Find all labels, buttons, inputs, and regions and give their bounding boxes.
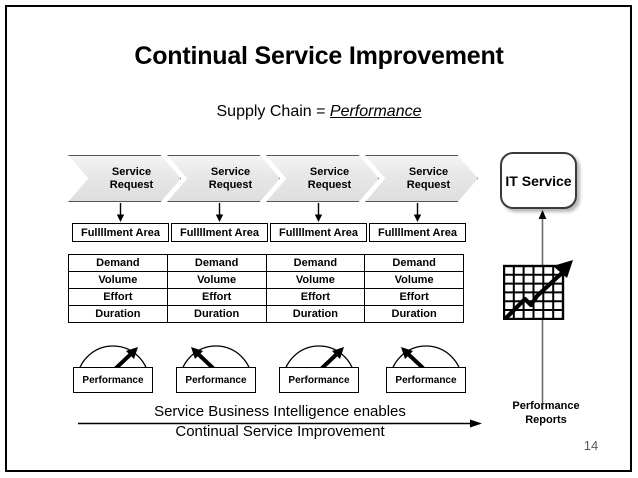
chevron-line2: Request	[406, 178, 451, 191]
fulfillment-area-box-4[interactable]: Fullllment Area	[369, 223, 466, 242]
fulfillment-area-box-3[interactable]: Fullllment Area	[270, 223, 367, 242]
table-cell: Effort	[364, 288, 464, 306]
chevron-line2: Request	[109, 178, 154, 191]
metrics-table: Demand Demand Demand Demand Volume Volum…	[68, 254, 464, 323]
table-cell: Duration	[166, 305, 267, 323]
table-cell: Effort	[68, 288, 168, 306]
down-arrow-icon-3	[314, 203, 323, 222]
table-row: Effort Effort Effort Effort	[68, 288, 464, 306]
table-cell: Duration	[68, 305, 168, 323]
chevron-label-3: Service Request	[294, 166, 351, 192]
caption-line1: Service Business Intelligence enables	[154, 403, 406, 420]
chevron-label-1: Service Request	[96, 166, 153, 192]
chevron-line1: Service	[408, 165, 449, 178]
bottom-flow-arrow-icon	[78, 419, 482, 428]
subtitle-emphasis: Performance	[329, 103, 422, 120]
table-cell: Volume	[68, 271, 168, 289]
reports-line2: Reports	[525, 414, 567, 426]
down-arrow-icon-1	[116, 203, 125, 222]
bottom-caption: Service Business Intelligence enables Co…	[78, 402, 482, 442]
table-cell: Duration	[265, 305, 366, 323]
table-row: Duration Duration Duration Duration	[68, 305, 464, 323]
table-row: Volume Volume Volume Volume	[68, 271, 464, 289]
chevron-line1: Service	[210, 165, 251, 178]
table-cell: Volume	[364, 271, 464, 289]
slide-border	[5, 5, 632, 472]
performance-reports-label: Performance Reports	[486, 399, 606, 427]
table-cell: Demand	[265, 254, 366, 272]
growth-chart-icon	[503, 260, 573, 320]
table-row: Demand Demand Demand Demand	[68, 254, 464, 272]
table-cell: Duration	[364, 305, 464, 323]
chevron-label-2: Service Request	[195, 166, 252, 192]
gauge-label-4: Performance	[386, 367, 466, 393]
fulfillment-area-box-2[interactable]: Fullllment Area	[171, 223, 268, 242]
table-cell: Effort	[265, 288, 366, 306]
table-cell: Demand	[68, 254, 168, 272]
table-cell: Volume	[265, 271, 366, 289]
down-arrow-icon-4	[413, 203, 422, 222]
chevron-line1: Service	[309, 165, 350, 178]
gauge-label-1: Performance	[73, 367, 153, 393]
it-service-box[interactable]: IT Service	[500, 152, 577, 209]
chevron-service-request-2[interactable]: Service Request	[167, 155, 280, 202]
table-cell: Volume	[166, 271, 267, 289]
chevron-service-request-3[interactable]: Service Request	[266, 155, 379, 202]
gauge-label-2: Performance	[176, 367, 256, 393]
subtitle: Supply Chain = Performance	[0, 103, 638, 121]
page-title: Continual Service Improvement	[134, 42, 504, 70]
subtitle-prefix: Supply Chain =	[216, 103, 330, 120]
page-number: 14	[583, 438, 599, 453]
caption-line2: Continual Service Improvement	[175, 423, 385, 440]
reports-line1: Performance	[512, 400, 580, 412]
gauge-label-3: Performance	[279, 367, 359, 393]
table-cell: Demand	[364, 254, 464, 272]
fulfillment-area-box-1[interactable]: Fullllment Area	[72, 223, 169, 242]
table-cell: Effort	[166, 288, 267, 306]
chevron-label-4: Service Request	[393, 166, 450, 192]
table-cell: Demand	[166, 254, 267, 272]
chevron-line1: Service	[111, 165, 152, 178]
down-arrow-icon-2	[215, 203, 224, 222]
chevron-line2: Request	[208, 178, 253, 191]
chevron-line2: Request	[307, 178, 352, 191]
